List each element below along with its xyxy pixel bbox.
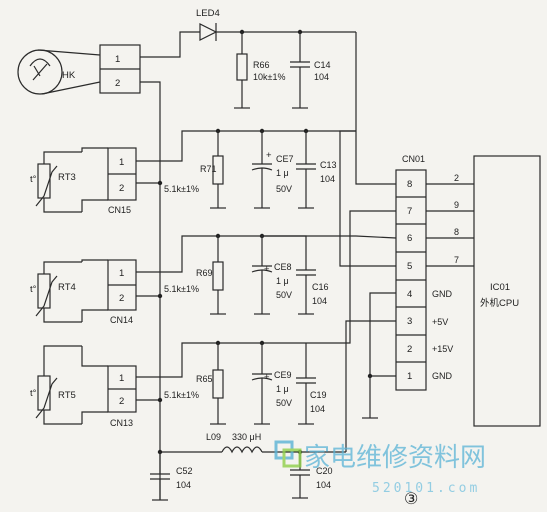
cn01-pin8: 8 (407, 179, 412, 190)
r66-label: R66 (253, 60, 270, 70)
r71-label: R71 (200, 164, 217, 174)
cn01-5v: +5V (432, 317, 448, 327)
cn01-pin2: 2 (407, 344, 412, 355)
c19-value: 104 (310, 404, 325, 414)
rt5-thermistor (35, 345, 82, 425)
r66-value: 10k±1% (253, 72, 285, 82)
ce8-value2: 50V (276, 290, 292, 300)
c52-value: 104 (176, 480, 191, 490)
cn01-gnd-bottom: GND (432, 371, 453, 381)
cn13-pin1: 1 (119, 373, 124, 384)
l09-label: L09 (206, 432, 221, 442)
r69-resistor (212, 261, 224, 291)
hk-pin1: 1 (115, 54, 120, 65)
ic01-cpu (473, 155, 541, 427)
watermark-logo (274, 440, 302, 468)
cn13-label: CN13 (110, 418, 133, 428)
r66-resistor (236, 53, 248, 81)
figure-number: ③ (404, 491, 418, 508)
c16-value: 104 (312, 296, 327, 306)
c20-value: 104 (316, 480, 331, 490)
cn14-label: CN14 (110, 315, 133, 325)
cn13-connector (107, 365, 137, 413)
ic-pin2: 2 (454, 173, 459, 183)
ic-pin7: 7 (454, 255, 459, 265)
led4-diode (199, 23, 218, 41)
hk-pin2: 2 (115, 78, 120, 89)
svg-text:+: + (264, 264, 270, 275)
ce8-label: CE8 (274, 262, 292, 272)
r69-label: R69 (196, 268, 213, 278)
hk-label: HK (62, 70, 76, 81)
r65-resistor (212, 369, 224, 399)
ic01-label: IC01 (490, 282, 510, 293)
cn01-pin5: 5 (407, 261, 412, 272)
cn01-gnd-top: GND (432, 289, 453, 299)
rt4-thermistor (35, 261, 82, 323)
r71-value: 5.1k±1% (164, 184, 199, 194)
cn01-pin4: 4 (407, 289, 412, 300)
ic-pin8: 8 (454, 227, 459, 237)
l09-value: 330 μH (232, 432, 261, 442)
cn01-pin1: 1 (407, 371, 412, 382)
c19-label: C19 (310, 390, 327, 400)
hk-connector (99, 44, 141, 94)
hk-sensor (17, 49, 63, 95)
cn15-label: CN15 (108, 205, 131, 215)
r65-label: R65 (196, 374, 213, 384)
rt4-label: RT4 (58, 282, 76, 293)
svg-text:+: + (266, 150, 272, 161)
rt3-label: RT3 (58, 172, 76, 183)
ic-pin9: 9 (454, 200, 459, 210)
ce7-value1: 1 μ (276, 168, 289, 178)
cn14-pin1: 1 (119, 268, 124, 279)
watermark-text: 家电维修资料网 (304, 443, 486, 473)
r65-value: 5.1k±1% (164, 390, 199, 400)
watermark-url: 520101.com (372, 481, 480, 496)
ce9-value2: 50V (276, 398, 292, 408)
c16-label: C16 (312, 282, 329, 292)
ce7-label: CE7 (276, 154, 294, 164)
c13-label: C13 (320, 160, 337, 170)
svg-text:+: + (264, 372, 270, 383)
c52-label: C52 (176, 466, 193, 476)
r69-value: 5.1k±1% (164, 284, 199, 294)
cn01-15v: +15V (432, 344, 453, 354)
cn13-pin2: 2 (119, 396, 124, 407)
c20-label: C20 (316, 466, 333, 476)
cn01-pin7: 7 (407, 206, 412, 217)
cn01-pin3: 3 (407, 316, 412, 327)
c14-value: 104 (314, 72, 329, 82)
rt5-label: RT5 (58, 390, 76, 401)
ce9-label: CE9 (274, 370, 292, 380)
cn15-pin2: 2 (119, 183, 124, 194)
rt3-t-symbol: t° (30, 174, 37, 185)
ce8-value1: 1 μ (276, 276, 289, 286)
ic01-desc: 外机CPU (480, 297, 519, 309)
ce9-value1: 1 μ (276, 384, 289, 394)
c14-label: C14 (314, 60, 331, 70)
cn15-connector (107, 147, 137, 201)
cn14-pin2: 2 (119, 293, 124, 304)
cn01-connector (395, 169, 427, 391)
cn14-connector (107, 259, 137, 311)
rt5-t-symbol: t° (30, 388, 37, 399)
c13-value: 104 (320, 174, 335, 184)
ce7-value2: 50V (276, 184, 292, 194)
cn01-label: CN01 (402, 154, 425, 164)
led4-label: LED4 (196, 8, 220, 19)
cn15-pin1: 1 (119, 157, 124, 168)
l09-inductor (221, 446, 263, 454)
rt4-t-symbol: t° (30, 284, 37, 295)
cn01-pin6: 6 (407, 233, 412, 244)
rt3-thermistor (35, 151, 82, 213)
